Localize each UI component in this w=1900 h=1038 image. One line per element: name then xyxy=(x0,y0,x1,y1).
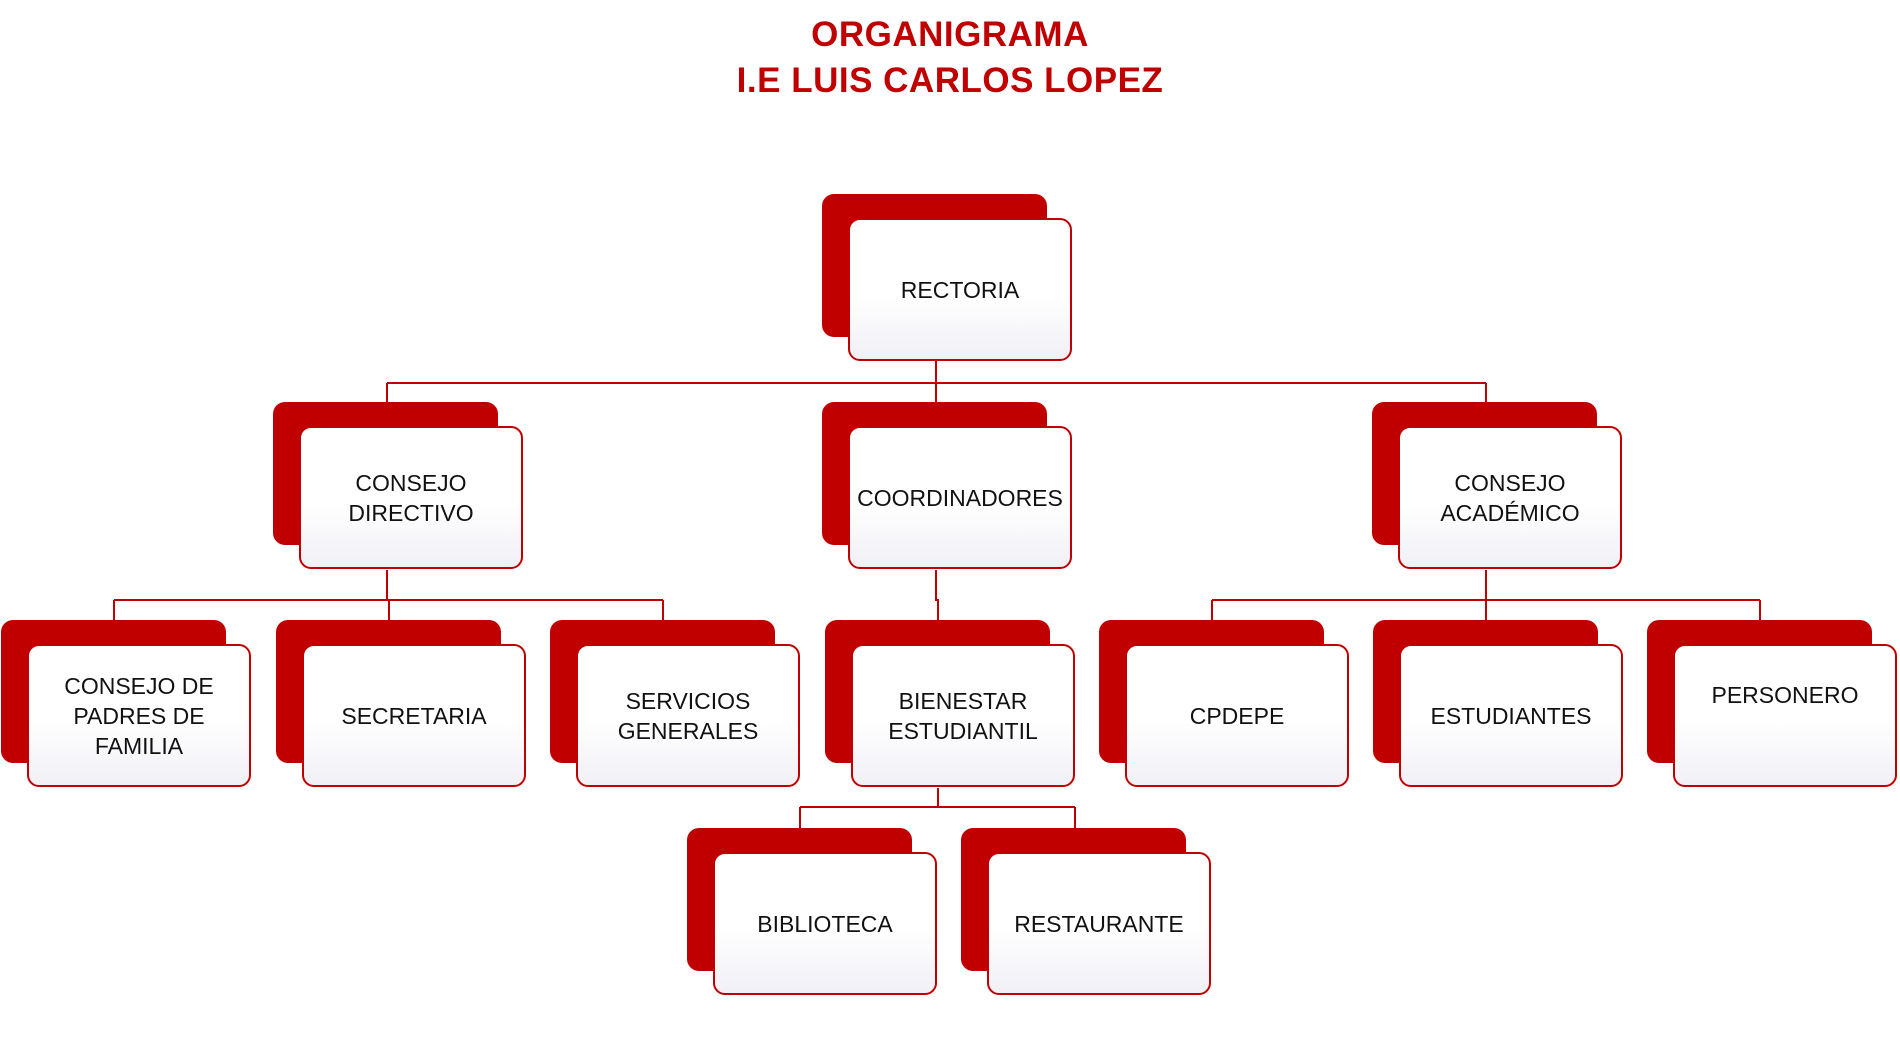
node-box: CONSEJO ACADÉMICO xyxy=(1398,426,1622,569)
node-consejo-directivo: CONSEJO DIRECTIVO xyxy=(273,402,523,570)
node-label: RECTORIA xyxy=(900,276,1020,303)
node-biblioteca: BIBLIOTECA xyxy=(687,828,937,996)
node-label: SERVICIOS GENERALES xyxy=(617,687,759,744)
node-bienestar-estudiantil: BIENESTAR ESTUDIANTIL xyxy=(825,620,1075,788)
node-label: PERSONERO xyxy=(1711,682,1859,708)
node-rectoria: RECTORIA xyxy=(822,194,1072,362)
node-box: RECTORIA xyxy=(848,218,1072,361)
node-restaurante: RESTAURANTE xyxy=(961,828,1211,996)
node-secretaria: SECRETARIA xyxy=(276,620,526,788)
node-box: CPDEPE xyxy=(1125,644,1349,787)
node-box: CONSEJO DE PADRES DE FAMILIA xyxy=(27,644,251,787)
node-box: ESTUDIANTES xyxy=(1399,644,1623,787)
node-box: PERSONERO xyxy=(1673,644,1897,787)
connector-to-bienestar xyxy=(935,570,939,620)
node-box: SERVICIOS GENERALES xyxy=(576,644,800,787)
node-personero: PERSONERO xyxy=(1647,620,1897,788)
node-box: CONSEJO DIRECTIVO xyxy=(299,426,523,569)
node-cpdepe: CPDEPE xyxy=(1099,620,1349,788)
node-label: CONSEJO ACADÉMICO xyxy=(1440,469,1580,526)
node-box: SECRETARIA xyxy=(302,644,526,787)
node-label: CONSEJO DE PADRES DE FAMILIA xyxy=(64,672,214,759)
node-label: COORDINADORES xyxy=(857,484,1063,511)
node-label: RESTAURANTE xyxy=(1014,910,1184,937)
node-box: COORDINADORES xyxy=(848,426,1072,569)
node-label: SECRETARIA xyxy=(341,702,487,729)
node-box: RESTAURANTE xyxy=(987,852,1211,995)
node-servicios-generales: SERVICIOS GENERALES xyxy=(550,620,800,788)
chart-subtitle: I.E LUIS CARLOS LOPEZ xyxy=(736,61,1164,100)
node-label: CONSEJO DIRECTIVO xyxy=(348,469,474,526)
chart-title: ORGANIGRAMA xyxy=(811,15,1089,54)
node-label: BIENESTAR ESTUDIANTIL xyxy=(888,687,1038,744)
node-label: BIBLIOTECA xyxy=(757,910,893,937)
node-box: BIBLIOTECA xyxy=(713,852,937,995)
node-box: BIENESTAR ESTUDIANTIL xyxy=(851,644,1075,787)
node-estudiantes: ESTUDIANTES xyxy=(1373,620,1623,788)
node-label: ESTUDIANTES xyxy=(1430,702,1592,729)
node-consejo-academico: CONSEJO ACADÉMICO xyxy=(1372,402,1622,570)
node-label: CPDEPE xyxy=(1189,702,1285,729)
node-consejo-padres: CONSEJO DE PADRES DE FAMILIA xyxy=(1,620,251,788)
node-coordinadores: COORDINADORES xyxy=(822,402,1072,570)
